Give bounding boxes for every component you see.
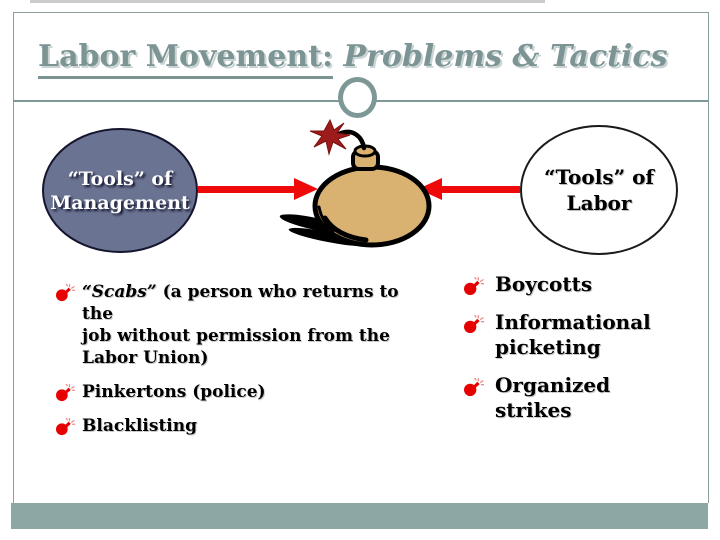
list-item-text: Organized strikes [495,373,683,423]
management-oval: “Tools” of Management [42,128,198,253]
bomb-bullet-icon [56,418,75,436]
management-tools-list: “Scabs” (a person who returns to the job… [55,281,430,449]
management-oval-line1: “Tools” of [67,167,173,190]
slide-title: Labor Movement: Problems & Tactics [38,39,703,79]
bomb-bullet-icon [464,277,484,296]
list-item-organized-strikes: Organized strikes [463,373,683,423]
list-item-scabs: “Scabs” (a person who returns to the job… [55,281,430,369]
list-item-text: Blacklisting [82,415,430,437]
labor-tools-list: Boycotts Informational picketing [463,272,683,436]
bomb-bullet-icon [464,315,484,334]
labor-oval-line1: “Tools” of [543,165,655,189]
list-item-boycotts: Boycotts [463,272,683,297]
title-italic-text: Problems & Tactics [333,39,668,74]
management-arrow-shaft [198,186,295,193]
scabs-rest-text: (a person who returns to the [82,282,399,324]
frame-right-border [708,12,709,503]
list-item-line: Labor Union) [82,348,209,368]
title-underlined-text: Labor Movement: [38,39,334,79]
list-item-informational-picketing: Informational picketing [463,310,683,360]
top-edge-artifact [30,0,545,3]
scabs-italic-word: “Scabs” [82,282,157,302]
frame-left-border [13,12,14,503]
list-item-line: Boycotts [495,272,593,296]
list-item-text: Boycotts [495,272,683,297]
footer-accent-bar [11,503,708,529]
list-item-blacklisting: Blacklisting [55,415,430,437]
list-item-line: “Scabs” (a person who returns to the [82,281,430,325]
labor-oval: “Tools” of Labor [520,125,678,255]
list-item-line: strikes [495,398,572,422]
list-item-text: Informational picketing [495,310,683,360]
bomb-icon [279,118,432,248]
list-item-line: picketing [495,335,601,359]
list-item-pinkertons: Pinkertons (police) [55,381,430,403]
frame-top-border [13,12,709,13]
list-item-line: Informational [495,310,651,334]
management-arrow-head [294,178,318,200]
labor-oval-line2: Labor [566,191,632,215]
bomb-bullet-icon [56,384,75,402]
list-item-line: Organized [495,373,611,397]
list-item-text: Pinkertons (police) [82,381,430,403]
management-oval-line2: Management [50,191,190,214]
list-item-line: Blacklisting [82,416,198,436]
ring-ornament-icon [338,77,377,118]
list-item-text: “Scabs” (a person who returns to the job… [82,281,430,369]
labor-arrow-shaft [442,186,520,193]
bomb-bullet-icon [56,284,75,302]
bomb-bullet-icon [464,378,484,397]
list-item-line: Pinkertons (police) [82,382,266,402]
list-item-line: job without permission from the [82,326,390,346]
